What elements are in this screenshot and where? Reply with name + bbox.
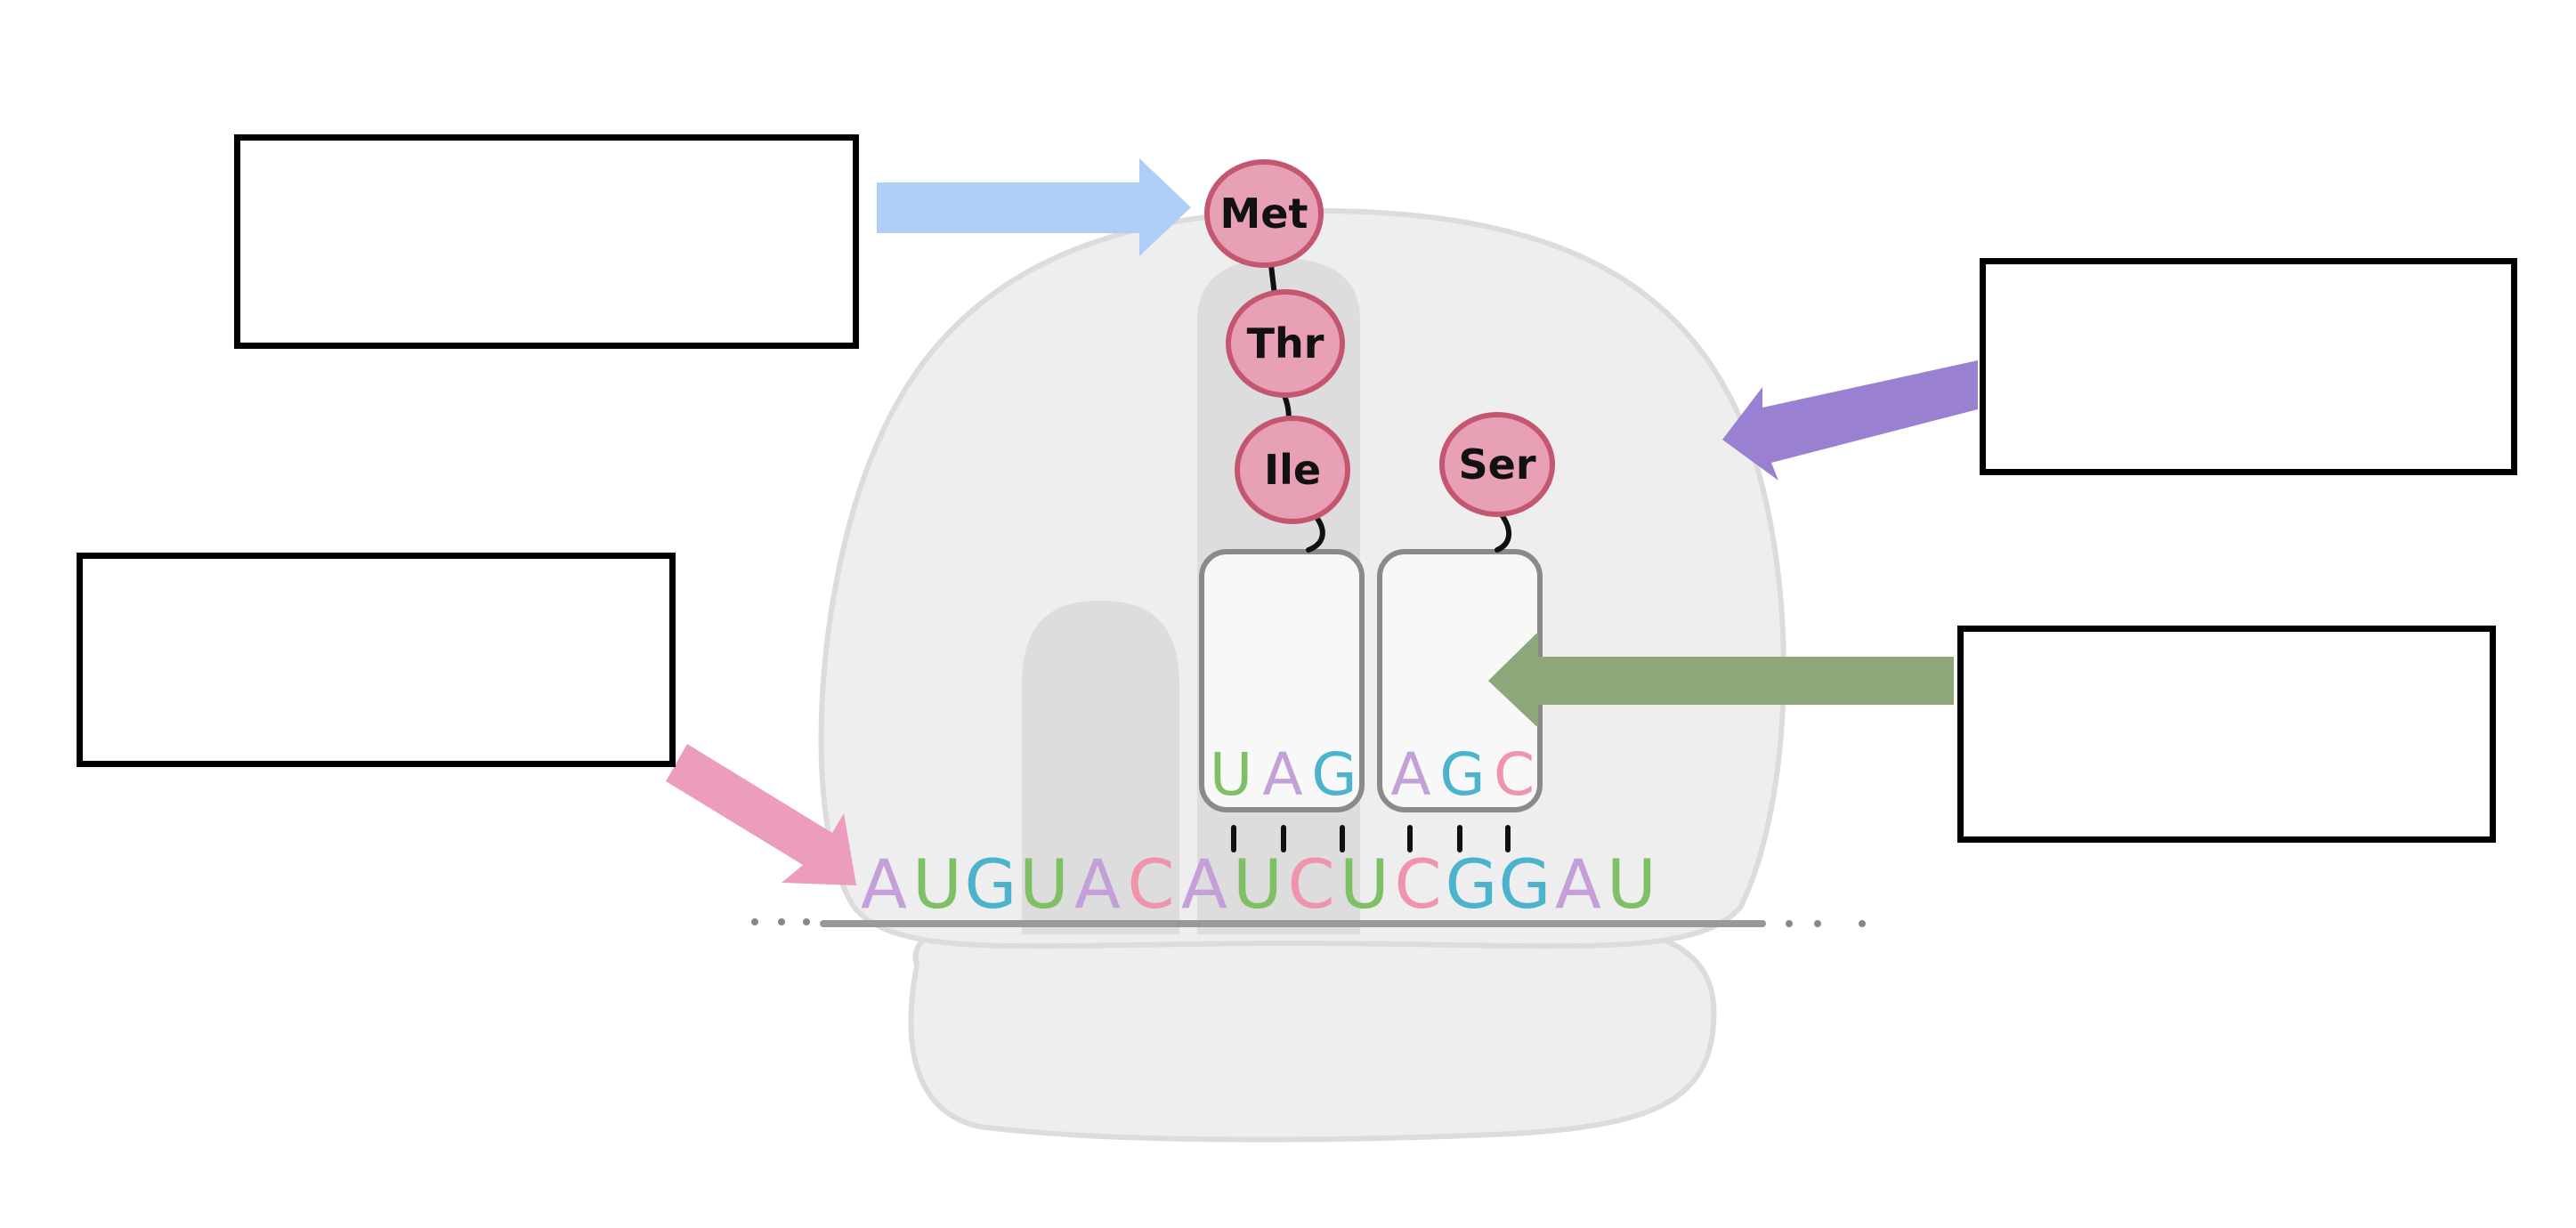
label-box-mid-left[interactable]: [77, 553, 676, 767]
mrna-nucleotide: U: [1019, 844, 1069, 924]
trna-link-p: [1306, 513, 1325, 553]
amino-acid-label: Met: [1220, 190, 1308, 238]
anticodon-nucleotide: U: [1210, 740, 1252, 809]
mrna-dot: [1814, 920, 1821, 927]
mrna-nucleotide: C: [1394, 844, 1441, 924]
mrna-dots-right: [1786, 920, 1866, 927]
amino-acid-label: Ser: [1458, 440, 1535, 489]
mrna-nucleotide: G: [1499, 844, 1551, 924]
e-site: [1022, 601, 1179, 934]
mrna-nucleotide: A: [1074, 844, 1121, 924]
mrna-dots-left: [751, 918, 810, 925]
anticodon-nucleotide: A: [1390, 740, 1430, 809]
blue-arrow: [877, 158, 1191, 256]
pink-arrow: [666, 744, 856, 885]
amino-acid-ile: Ile: [1235, 416, 1350, 524]
mrna-nucleotide: G: [1446, 844, 1498, 924]
mrna-nucleotide: U: [1233, 844, 1283, 924]
mrna-nucleotide: U: [912, 844, 962, 924]
mrna-nucleotide: U: [1607, 844, 1657, 924]
amino-acid-label: Ile: [1264, 446, 1321, 494]
trna-link-a: [1495, 513, 1512, 553]
label-box-top-left[interactable]: [234, 134, 859, 349]
anticodon-nucleotide: G: [1311, 740, 1357, 809]
mrna-dot: [1859, 920, 1866, 927]
amino-acid-thr: Thr: [1226, 289, 1345, 398]
label-box-mid-right[interactable]: [1957, 626, 2496, 843]
anticodon-nucleotide: A: [1262, 740, 1302, 809]
base-pair-ticks: [1231, 825, 1511, 852]
trna-p-site: [1199, 549, 1365, 812]
mrna-nucleotide: C: [1127, 844, 1174, 924]
mrna-dot: [751, 918, 758, 925]
purple-arrow: [1722, 360, 1978, 481]
mrna-nucleotide: A: [1555, 844, 1601, 924]
mrna-nucleotide: G: [965, 844, 1017, 924]
amino-acid-ser: Ser: [1439, 412, 1555, 517]
label-box-top-right[interactable]: [1980, 258, 2517, 475]
mrna-nucleotide: A: [861, 844, 907, 924]
amino-acid-met: Met: [1204, 159, 1324, 268]
green-arrow: [1488, 632, 1954, 728]
mrna-dot: [803, 918, 810, 925]
small-subunit: [908, 915, 1717, 1143]
anticodon-nucleotide: G: [1439, 740, 1485, 809]
mrna-nucleotide: A: [1181, 844, 1227, 924]
mrna-dot: [1786, 920, 1793, 927]
mrna-nucleotide: U: [1340, 844, 1389, 924]
mrna-nucleotide: C: [1287, 844, 1334, 924]
anticodon-nucleotide: C: [1494, 740, 1535, 809]
amino-acid-label: Thr: [1247, 319, 1324, 368]
mrna-dot: [778, 918, 785, 925]
